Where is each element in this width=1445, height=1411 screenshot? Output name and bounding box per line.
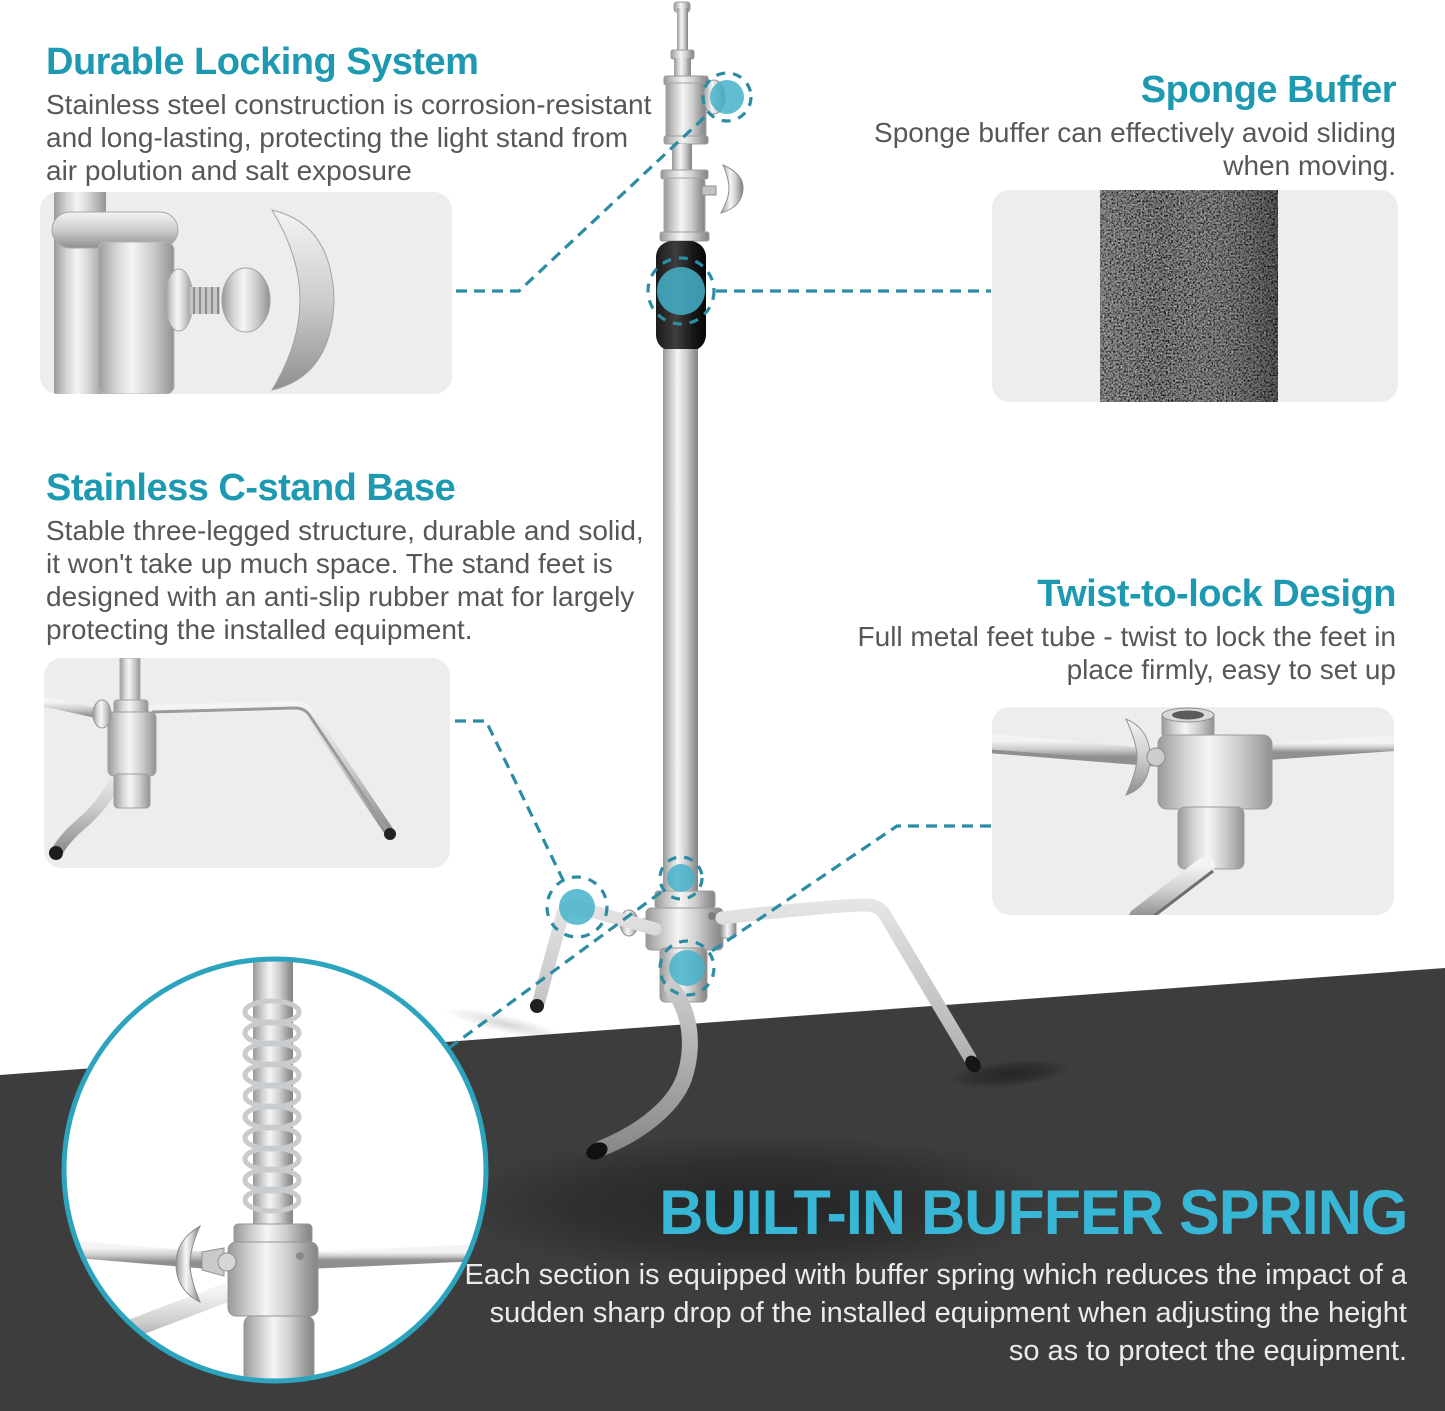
foot-tube-photo (992, 707, 1394, 915)
front-foot-tip (586, 1142, 608, 1160)
section-title: Stainless C-stand Base (46, 467, 456, 509)
foot-tube-photo-panel (992, 707, 1394, 915)
section-sponge-buffer: Sponge Buffer Sponge buffer can effectiv… (816, 68, 1396, 182)
detail-left-tube (66, 1239, 229, 1271)
wing-knob (270, 209, 335, 391)
front-leg (594, 980, 698, 1156)
detail-hub (227, 1241, 319, 1317)
highlight-ring-sponge (646, 256, 716, 326)
right-foot-shadow (950, 1059, 1070, 1089)
highlight-dot-base (559, 889, 595, 925)
section-body-line: designed with an anti-slip rubber mat fo… (46, 581, 635, 612)
mini-right-leg (147, 700, 393, 835)
section-buffer-spring: BUILT-IN BUFFER SPRING Each section is e… (465, 1178, 1408, 1370)
hub-wing-knob (1125, 718, 1151, 796)
mini-lower-clamp (113, 773, 151, 809)
hub-cup-hole (1172, 710, 1204, 720)
highlight-dot-twistlock (669, 950, 705, 986)
buffer-spring-coil (242, 998, 302, 1214)
hub-lower-tube (1129, 856, 1215, 915)
section-body-line: and long-lasting, protecting the light s… (46, 122, 629, 153)
connector-twistlock (708, 824, 991, 955)
connector-spring (448, 888, 665, 1050)
left-foot-shadow (442, 1007, 568, 1041)
section-body-line: Each section is equipped with buffer spr… (464, 1259, 1408, 1291)
hub-lower-tube-slit (1152, 869, 1214, 915)
hub-knob-stem (1146, 747, 1166, 767)
cstand-base-photo (44, 658, 396, 860)
cstand-base-photo-panel (44, 658, 450, 868)
base-hub (645, 907, 724, 951)
spring-rod (253, 961, 293, 1230)
section-title: Twist-to-lock Design (1037, 573, 1396, 615)
locking-knob-photo (51, 192, 335, 394)
mini-front-foot (49, 846, 63, 860)
section-body-line: Full metal feet tube - twist to lock the… (857, 621, 1396, 652)
highlight-dot-sponge (657, 267, 705, 315)
highlight-ring-twistlock (658, 939, 716, 997)
left-leg (532, 899, 662, 1008)
clamp-boss (164, 268, 194, 332)
highlight-dot-spring (667, 864, 695, 892)
section-stainless-base: Stainless C-stand Base Stable three-legg… (46, 466, 676, 646)
highlight-ring-spring (658, 855, 704, 901)
thread-ridges (193, 287, 219, 314)
section-body-line: when moving. (1223, 150, 1396, 181)
detail-left-leg (66, 1283, 232, 1361)
mini-front-leg (52, 759, 128, 856)
mini-wing-knob (92, 699, 112, 729)
detail-wing-knob (175, 1224, 202, 1304)
section-durable-locking: Durable Locking System Stainless steel c… (46, 40, 676, 187)
hub-right-tube (1267, 735, 1394, 760)
section-body-line: it won't take up much space. The stand f… (46, 548, 613, 579)
section-title: BUILT-IN BUFFER SPRING (658, 1178, 1408, 1248)
locking-knob-photo-panel (40, 192, 452, 394)
right-leg (715, 898, 977, 1065)
section-body-line: place firmly, easy to set up (1066, 654, 1396, 685)
left-foot-tip (530, 999, 544, 1013)
highlight-ring-knob (701, 71, 753, 123)
spring-detail-circle (61, 956, 489, 1384)
sponge-buffer-photo-panel (992, 190, 1398, 402)
section-body-line: sudden sharp drop of the installed equip… (489, 1297, 1407, 1329)
connector-base (455, 719, 566, 883)
foam-grip (656, 241, 706, 351)
upper-knob (702, 79, 726, 115)
section-title: Durable Locking System (46, 41, 479, 83)
hub-block (1157, 734, 1273, 810)
clamp-body (97, 241, 175, 394)
highlight-dot-knob (710, 80, 744, 114)
section-body-line: so as to protect the equipment. (1008, 1335, 1407, 1367)
section-twist-lock: Twist-to-lock Design Full metal feet tub… (796, 572, 1397, 686)
detail-lower-block (243, 1315, 315, 1379)
right-foot-tip (965, 1055, 981, 1073)
sponge-shading (1100, 190, 1278, 402)
section-body-line: protecting the installed equipment. (46, 614, 473, 645)
sponge-texture-photo (1100, 190, 1278, 402)
detail-circle-ring (61, 956, 489, 1384)
section-title: Sponge Buffer (1140, 69, 1397, 111)
mini-hub (107, 711, 157, 777)
highlight-ring-base (545, 875, 609, 939)
mini-right-foot (384, 828, 396, 840)
knob-hub (221, 267, 271, 333)
section-body-line: Stable three-legged structure, durable a… (46, 515, 644, 546)
mini-right-leg-shade (151, 706, 390, 833)
hub-left-tube (992, 733, 1163, 765)
section-body-line: Stainless steel construction is corrosio… (46, 89, 652, 120)
section-body-line: air polution and salt exposure (46, 155, 412, 186)
mini-pole (119, 658, 141, 707)
base-riser (659, 947, 708, 1003)
wing-knob (720, 164, 744, 214)
hub-left-tube-shade (992, 749, 1163, 767)
section-body-line: Sponge buffer can effectively avoid slid… (874, 117, 1396, 148)
